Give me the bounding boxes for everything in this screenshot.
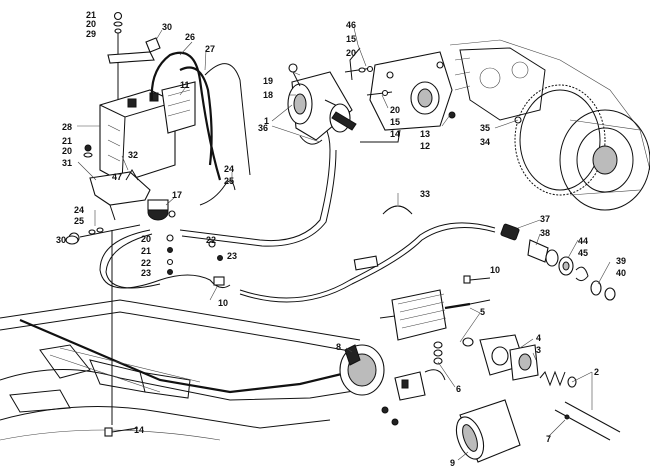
callout-20-lower: 20 xyxy=(141,234,151,244)
callout-15-top: 15 xyxy=(346,34,356,44)
callout-27: 27 xyxy=(205,44,215,54)
wiring-harness xyxy=(99,119,520,303)
callout-18: 18 xyxy=(263,90,273,100)
callout-46: 46 xyxy=(346,20,356,30)
chassis-frame xyxy=(0,299,361,441)
callout-35: 35 xyxy=(480,123,490,133)
callout-30-top: 30 xyxy=(162,22,172,32)
leader-lines xyxy=(77,27,611,461)
callout-26: 26 xyxy=(185,32,195,42)
callout-19: 19 xyxy=(263,76,273,86)
callout-14-top: 14 xyxy=(390,129,400,139)
callout-28: 28 xyxy=(62,122,72,132)
callout-labels: 46 15 20 19 18 1 36 20 15 14 13 12 35 34… xyxy=(56,10,626,468)
callout-5: 5 xyxy=(480,307,485,317)
callout-1: 1 xyxy=(264,116,269,126)
callout-7: 7 xyxy=(546,434,551,444)
callout-4: 4 xyxy=(536,333,541,343)
callout-40: 40 xyxy=(616,268,626,278)
callout-20-top: 20 xyxy=(346,48,356,58)
callout-24-right: 24 xyxy=(224,164,234,174)
callout-9: 9 xyxy=(450,458,455,468)
callout-20-battery-low: 20 xyxy=(62,146,72,156)
callout-29: 29 xyxy=(86,29,96,39)
callout-33: 33 xyxy=(420,189,430,199)
callout-17: 17 xyxy=(172,190,182,200)
callout-10-starter: 10 xyxy=(490,265,500,275)
callout-36: 36 xyxy=(258,123,268,133)
callout-23-right: 23 xyxy=(227,251,237,261)
callout-44: 44 xyxy=(578,236,588,246)
callout-15-mid: 15 xyxy=(390,117,400,127)
callout-31: 31 xyxy=(62,158,72,168)
callout-38: 38 xyxy=(540,228,550,238)
callout-25-left: 25 xyxy=(74,216,84,226)
callout-2: 2 xyxy=(594,367,599,377)
callout-12: 12 xyxy=(420,141,430,151)
callout-25-right: 25 xyxy=(224,176,234,186)
callout-23-lower: 23 xyxy=(141,268,151,278)
starter-motor-exploded xyxy=(104,230,621,463)
callout-30-lower: 30 xyxy=(56,235,66,245)
callout-20-battery: 20 xyxy=(86,19,96,29)
callout-10-harness: 10 xyxy=(218,298,228,308)
callout-22-lower: 22 xyxy=(141,258,151,268)
callout-21-lower: 21 xyxy=(141,246,151,256)
callout-24-left: 24 xyxy=(74,205,84,215)
callout-3: 3 xyxy=(536,345,541,355)
callout-34: 34 xyxy=(480,137,490,147)
callout-45: 45 xyxy=(578,248,588,258)
starter-motor-upper xyxy=(287,47,456,145)
callout-21-top: 21 xyxy=(86,10,96,20)
engine-ring-gear xyxy=(449,39,650,211)
callout-14-bottom: 14 xyxy=(134,425,144,435)
callout-32: 32 xyxy=(128,150,138,160)
callout-22-right: 22 xyxy=(206,235,216,245)
callout-37: 37 xyxy=(540,214,550,224)
callout-47: 47 xyxy=(112,172,122,182)
callout-13: 13 xyxy=(420,129,430,139)
callout-20-mid: 20 xyxy=(390,105,400,115)
battery-assembly xyxy=(65,11,251,275)
callout-21-battery: 21 xyxy=(62,136,72,146)
callout-11: 11 xyxy=(180,80,190,90)
callout-39: 39 xyxy=(616,256,626,266)
callout-8: 8 xyxy=(336,342,341,352)
callout-6: 6 xyxy=(456,384,461,394)
